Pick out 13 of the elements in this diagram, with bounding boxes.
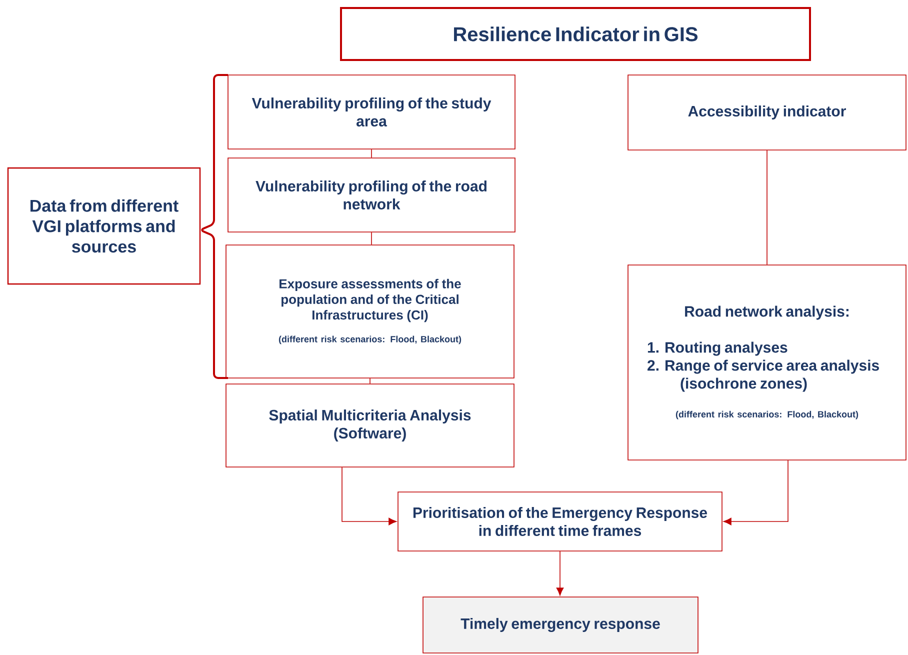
process-box: Vulnerability profiling of the study area xyxy=(228,74,516,150)
process-box: Exposure assessments of the population and of the Critical Infrastructures (CI) (different risk scenarios: Flood, Blackout) xyxy=(226,244,514,378)
source-box: Data from different VGI platforms and sources xyxy=(7,167,201,285)
arrow xyxy=(723,460,788,526)
process-box: Spatial Multicriteria Analysis (Software) xyxy=(226,384,514,468)
process-box: Road network analysis: 1. Routing analyses 2. Range of service area analysis (isochrone zones) (different risk scenarios: Flood, Blackout) xyxy=(628,264,906,460)
result-box: Timely emergency response xyxy=(422,596,698,654)
title-box: Resilience Indicator in GIS xyxy=(340,7,811,61)
process-box: Accessibility indicator xyxy=(628,74,906,150)
process-box: Vulnerability profiling of the road network xyxy=(228,158,516,232)
arrow xyxy=(556,551,564,596)
process-box: Prioritisation of the Emergency Response in different time frames xyxy=(398,492,722,552)
arrow xyxy=(342,467,397,526)
